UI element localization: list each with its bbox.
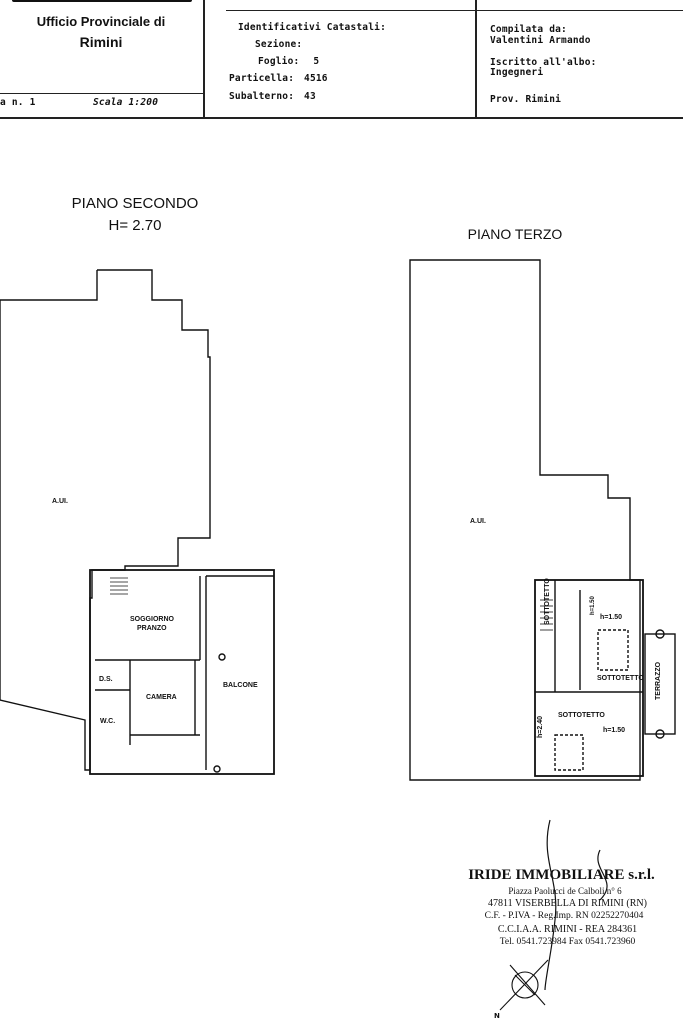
signature-scribble <box>544 819 608 991</box>
sub-label: Subalterno: 43 <box>229 91 316 102</box>
sheet-value: 5 <box>313 56 320 67</box>
stamp-tax: C.F. - P.IVA - Reg.Imp. RN 02252270404 <box>484 911 644 921</box>
room-camera: CAMERA <box>146 694 177 701</box>
room-aui-left: A.UI. <box>52 498 68 505</box>
sheet-number: a n. 1 <box>0 97 36 108</box>
parcel-label: Particella: 4516 <box>229 73 328 84</box>
room-living-2: PRANZO <box>137 625 167 632</box>
terrazzo-post-1 <box>655 629 665 639</box>
second-floor-outline-top <box>0 270 98 301</box>
stamp-phone: Tel. 0541.723984 Fax 0541.723960 <box>499 937 636 947</box>
compiled-value: Valentini Armando <box>490 35 591 46</box>
balcone-drain <box>213 765 221 773</box>
parcel-value: 4516 <box>304 73 328 84</box>
unit-box <box>89 569 275 775</box>
label-h150-b: h=1.50 <box>603 727 625 734</box>
attic-box <box>534 579 644 777</box>
stamp-address2: 47811 VISERBELLA DI RIMINI (RN) <box>488 898 647 909</box>
province-label: Prov. Rimini <box>490 94 562 105</box>
second-floor-height: H= 2.70 <box>108 217 162 234</box>
office-header-fragment <box>12 0 192 2</box>
north-arrow-icon <box>499 959 549 1011</box>
parcel-label-text: Particella: <box>229 73 295 84</box>
stairs-third <box>540 599 553 631</box>
header-divider-1 <box>203 0 205 118</box>
scale-label: Scala 1:200 <box>93 97 159 108</box>
section-label: Sezione: <box>255 39 303 50</box>
register-label: Iscritto all'albo: <box>490 57 597 68</box>
second-floor-title: PIANO SECONDO <box>71 195 199 212</box>
room-sottotetto-mid: SOTTOTETTO <box>597 675 644 682</box>
sheet-label-text: Foglio: <box>258 56 300 67</box>
room-wc: W.C. <box>100 718 116 725</box>
compiled-label: Compilata da: <box>490 24 567 35</box>
cadastral-title: Identificativi Catastali: <box>238 22 386 33</box>
room-terrazzo: TERRAZZO <box>655 661 662 700</box>
header-divider-2 <box>475 0 477 118</box>
terrazzo-box <box>644 633 676 735</box>
sub-value: 43 <box>304 91 316 102</box>
label-h150-a: h=1.50 <box>600 614 622 621</box>
stairs-second <box>110 577 128 595</box>
stamp-cciaa: C.C.I.A.A. RIMINI - REA 284361 <box>497 924 638 935</box>
sheet-label: Foglio: 5 <box>258 56 319 67</box>
third-floor-outline <box>409 259 641 781</box>
room-aui-right: A.UI. <box>470 518 486 525</box>
office-line-city: Rimini <box>79 34 123 50</box>
void-2 <box>554 734 584 771</box>
third-floor-title: PIANO TERZO <box>467 226 563 242</box>
balcone-marker <box>218 653 226 661</box>
office-line-top: Ufficio Provinciale di <box>36 14 166 29</box>
void-1 <box>597 629 629 671</box>
header-bottom-rule <box>0 117 683 119</box>
room-sottotetto-low: SOTTOTETTO <box>558 712 605 719</box>
room-ds: D.S. <box>99 676 113 683</box>
north-label: N <box>494 1012 500 1020</box>
room-balcone: BALCONE <box>223 682 258 689</box>
terrazzo-post-2 <box>655 729 665 739</box>
room-living-1: SOGGIORNO <box>130 616 174 623</box>
label-h240: h=2.40 <box>537 716 544 738</box>
second-floor-outline <box>0 269 211 771</box>
stamp-company: IRIDE IMMOBILIARE s.r.l. <box>468 867 655 883</box>
stamp-address1: Piazza Paolucci de Calboli n° 6 <box>508 886 622 896</box>
register-value: Ingegneri <box>490 67 544 78</box>
room-sottotetto-vertical: SOTTOTETTO <box>544 578 551 625</box>
label-h150-c: h=1.50 <box>590 596 596 615</box>
sub-label-text: Subalterno: <box>229 91 295 102</box>
scale-box-rule <box>0 93 203 94</box>
header-top-rule <box>226 10 683 11</box>
